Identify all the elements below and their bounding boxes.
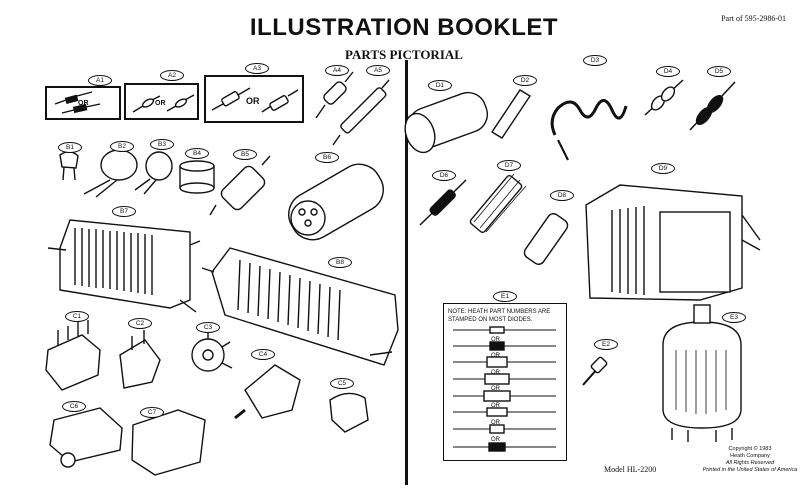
or-text-a1: OR [78,100,89,107]
copyright-printed: Printed in the United States of America [702,467,798,473]
part-label-d3: D3 [583,55,607,66]
page-subtitle: PARTS PICTORIAL [345,47,463,62]
page-title: ILLUSTRATION BOOKLET [249,14,559,41]
part-label-e2: E2 [594,339,618,350]
part-label-b8: B8 [328,257,352,268]
part-label-d2: D2 [513,75,537,86]
center-divider [405,60,408,485]
note-or-1: OR [491,337,500,343]
a1-box [45,86,121,120]
a1-leads [54,91,101,114]
or-text-a3: OR [246,96,260,106]
diode-note-text: NOTE: HEATH PART NUMBERS ARE STAMPED ON … [448,309,551,323]
part-label-a2: A2 [160,70,184,81]
part-label-b1: B1 [58,142,82,153]
part-label-d7: D7 [497,160,521,171]
part-label-d9: D9 [651,163,675,174]
part-label-d4: D4 [656,66,680,77]
part-label-a4: A4 [325,65,349,76]
part-label-c4: C4 [251,349,275,360]
part-label-c5: C5 [330,378,354,389]
part-label-c7: C7 [140,407,164,418]
diode-drawings [453,326,556,452]
copyright-company: Heath Company [730,453,770,459]
part-label-d8: D8 [550,190,574,201]
a3-box [204,75,304,123]
part-label-b7: B7 [112,206,136,217]
note-or-3: OR [491,370,500,376]
copyright-block: Copyright © 1983 Heath Company All Right… [700,446,800,474]
part-label-a3: A3 [245,63,269,74]
part-label-e3: E3 [722,312,746,323]
part-label-d6: D6 [432,170,456,181]
model-number: Model HL-2200 [604,465,657,474]
note-or-2: OR [491,353,500,359]
copyright-rights: All Rights Reserved [725,460,775,466]
a2-box [124,83,199,120]
note-or-5: OR [491,403,500,409]
part-label-c3: C3 [196,322,220,333]
copyright-line: Copyright © 1983 [728,446,772,452]
part-label-c2: C2 [128,318,152,329]
part-label-b5: B5 [233,149,257,160]
part-label-d1: D1 [428,80,452,91]
part-number: Part of 595-2986-01 [721,14,786,23]
diode-note: NOTE: HEATH PART NUMBERS ARE STAMPED ON … [443,303,567,461]
part-label-a5: A5 [366,65,390,76]
or-text-a2: OR [155,100,166,107]
note-or-6: OR [491,420,500,426]
note-or-7: OR [491,437,500,443]
part-label-a1: A1 [88,75,112,86]
part-label-d5: D5 [707,66,731,77]
part-label-b3: B3 [150,139,174,150]
part-label-b4: B4 [185,148,209,159]
part-label-e1: E1 [493,291,517,302]
note-or-4: OR [491,386,500,392]
part-label-b6: B6 [315,152,339,163]
part-label-c1: C1 [65,311,89,322]
part-label-c6: C6 [62,401,86,412]
part-label-b2: B2 [110,141,134,152]
